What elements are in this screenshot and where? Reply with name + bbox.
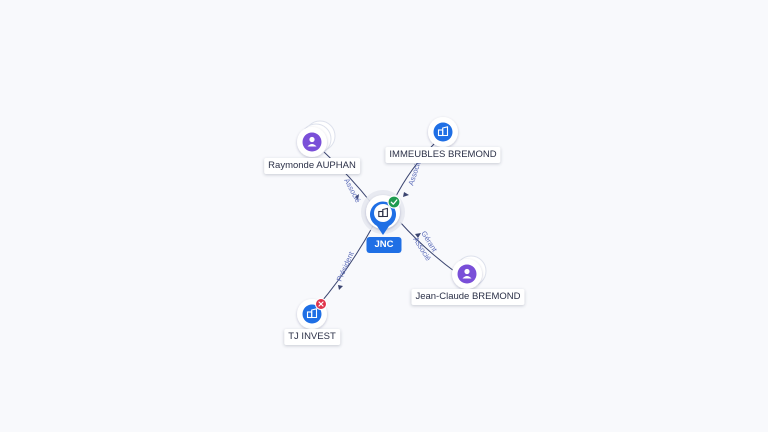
node-label-jnc[interactable]: JNC	[366, 237, 402, 253]
node-label-tj-invest[interactable]: TJ INVEST	[284, 329, 340, 345]
node-label-raymonde-auphan[interactable]: Raymonde AUPHAN	[264, 158, 360, 174]
person-icon	[462, 268, 472, 279]
edge-immeubles-to-jnc	[393, 141, 437, 201]
arrow-immeubles	[403, 192, 409, 197]
node-jean-claude-bremond[interactable]	[452, 255, 487, 289]
node-raymonde-auphan[interactable]	[297, 120, 336, 157]
status-closed-badge	[315, 298, 327, 310]
node-tj-invest[interactable]	[297, 298, 327, 330]
company-icon	[437, 126, 449, 137]
person-icon	[307, 136, 317, 147]
company-icon	[306, 308, 318, 319]
arrow-raymonde	[355, 194, 359, 200]
node-jnc-center[interactable]	[361, 190, 405, 235]
edge-label-raymonde: Associé	[342, 177, 362, 204]
edge-tjinvest-to-jnc	[317, 225, 374, 307]
arrow-tjinvest	[338, 285, 343, 290]
edge-jeanclaude-to-jnc	[399, 221, 459, 275]
status-active-badge	[387, 195, 401, 209]
edge-label-tjinvest: Président	[335, 249, 356, 282]
node-immeubles-bremond[interactable]	[428, 117, 458, 147]
check-icon	[390, 199, 398, 205]
arrow-jeanclaude	[415, 233, 421, 238]
close-icon	[318, 301, 324, 307]
node-label-immeubles-bremond[interactable]: IMMEUBLES BREMOND	[385, 147, 501, 163]
company-icon	[378, 207, 388, 218]
edge-label-immeubles: Associé	[406, 159, 423, 187]
node-label-jean-claude-bremond[interactable]: Jean-Claude BREMOND	[411, 289, 525, 305]
